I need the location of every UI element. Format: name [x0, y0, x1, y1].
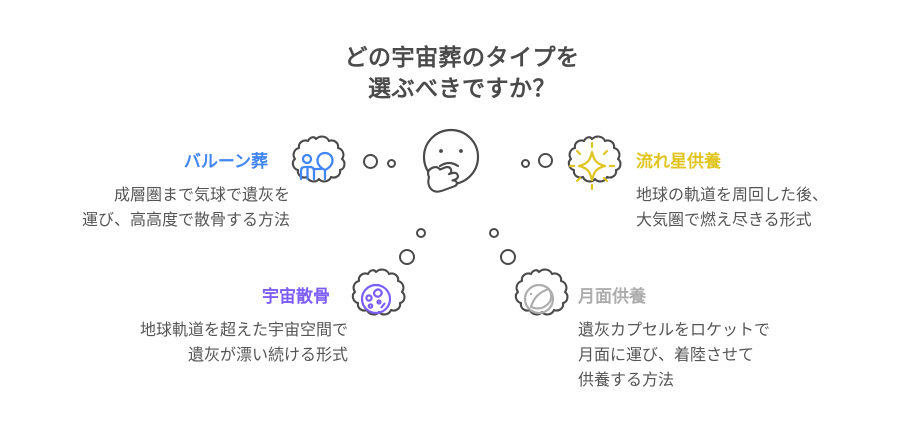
lunar-desc-line-2: 月面に運び、着陸させて	[578, 347, 755, 364]
thinking-face-icon	[422, 128, 480, 193]
balloon-person-icon	[299, 151, 334, 181]
lunar-desc-line-1: 遺灰カプセルをロケットで	[578, 322, 771, 339]
balloon-description: 成層圏まで気球で遺灰を 運び、高高度で散骨する方法	[0, 183, 290, 233]
thought-dot-large	[363, 154, 378, 169]
lunar-label: 月面供養	[578, 287, 646, 306]
meteor-label: 流れ星供養	[636, 152, 721, 171]
meteor-bubble	[561, 135, 623, 197]
thought-dot-small	[416, 228, 426, 238]
thought-dot-large	[399, 249, 415, 265]
lunar-bubble	[508, 268, 570, 330]
balloon-desc-line-2: 運び、高高度で散骨する方法	[81, 212, 290, 229]
meteor-description: 地球の軌道を周回した後、 大気圏で燃え尽きる形式	[636, 183, 924, 233]
meteor-desc-line-2: 大気圏で燃え尽きる形式	[636, 212, 812, 229]
scatter-description: 地球軌道を超えた宇宙空間で 遺灰が漂い続ける形式	[0, 318, 348, 368]
thought-dot-small	[489, 228, 499, 238]
thought-dot-small	[387, 159, 396, 168]
thought-dot-small	[521, 159, 530, 168]
lunar-desc-line-3: 供養する方法	[578, 372, 675, 389]
cloud-outline	[351, 268, 406, 316]
lunar-description: 遺灰カプセルをロケットで 月面に運び、着陸させて 供養する方法	[578, 318, 908, 393]
scatter-bubble	[345, 268, 407, 330]
moon-icon	[523, 283, 555, 315]
thought-dot-large	[500, 249, 516, 265]
thinking-face-bubble	[406, 122, 492, 208]
meteor-desc-line-1: 地球の軌道を周回した後、	[636, 187, 829, 204]
scatter-label: 宇宙散骨	[262, 287, 330, 306]
crater-planet-icon	[360, 283, 392, 315]
sparkle-star-icon	[568, 141, 616, 191]
scatter-desc-line-1: 地球軌道を超えた宇宙空間で	[139, 322, 348, 339]
balloon-label: バルーン葬	[183, 152, 268, 171]
title-line-1: どの宇宙葬のタイプを	[344, 44, 580, 70]
title-line-2: 選ぶべきですか？	[368, 75, 556, 101]
balloon-desc-line-1: 成層圏まで気球で遺灰を	[113, 187, 290, 204]
balloon-bubble	[285, 135, 347, 197]
page-title: どの宇宙葬のタイプを 選ぶべきですか？	[0, 42, 924, 104]
thought-dot-large	[538, 153, 553, 168]
scatter-desc-line-2: 遺灰が漂い続ける形式	[187, 347, 348, 364]
